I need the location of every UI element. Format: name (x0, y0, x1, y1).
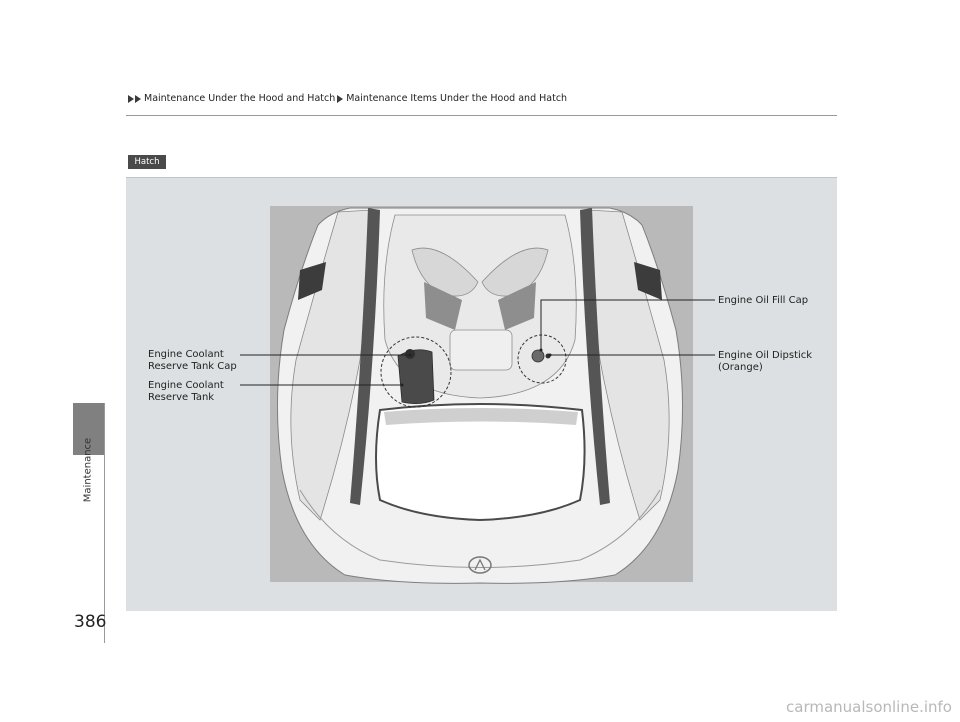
coolant-reserve-tank-cap-label: Engine Coolant Reserve Tank Cap (148, 349, 237, 373)
oil-dipstick-handle (532, 350, 544, 362)
oil-dipstick-label: Engine Oil Dipstick (Orange) (718, 350, 812, 374)
coolant-reserve-tank (398, 350, 434, 404)
oil-fill-cap-label: Engine Oil Fill Cap (718, 295, 808, 307)
watermark: carmanualsonline.info (786, 698, 952, 716)
coolant-reserve-tank-label: Engine Coolant Reserve Tank (148, 380, 224, 404)
engine-block (450, 330, 512, 370)
